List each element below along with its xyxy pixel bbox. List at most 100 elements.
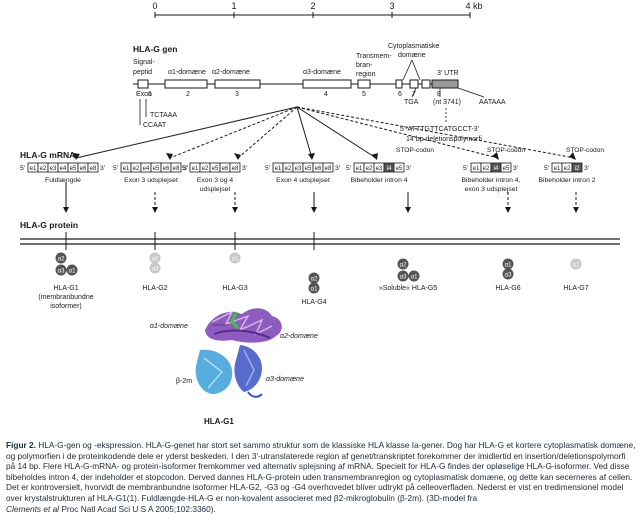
protein-domain-label: α3	[58, 268, 65, 274]
exon-number-2: 2	[186, 91, 190, 98]
mrna-exon-label: e1	[275, 166, 282, 172]
protein-isoforms: α3α2α1HLA-G1(membranbundneisoformer)α3α1…	[38, 232, 589, 310]
alpha3-domain-shape	[234, 345, 263, 398]
mrna-exon-label: e1	[473, 166, 480, 172]
three-prime-label: 3'	[242, 165, 247, 172]
protein-domain-circle	[502, 268, 514, 280]
scale-tick-2: 2	[310, 1, 315, 11]
gene-exon-3	[214, 79, 261, 89]
three-prime-label: 3'	[584, 165, 589, 172]
alpha2-domain-gene-label: α2-domæne	[212, 69, 250, 76]
three-prime-label: 3'	[183, 165, 188, 172]
caption-cite-authors: Clements et al	[6, 503, 60, 514]
signal-peptide-label-1: Signal-	[133, 59, 155, 66]
five-prime-label: 5'	[113, 165, 118, 172]
cytoplasmic-label-1: Cytoplasmatiske	[388, 43, 439, 50]
mrna-isoform-label: Fuldlængde	[45, 177, 81, 184]
mrna-exon-label: e2	[133, 166, 140, 172]
mrna-exon-label: e1	[30, 166, 37, 172]
alpha1-domain-gene-label: α1-domæne	[168, 69, 206, 76]
protein-domain-label: α1	[152, 256, 159, 262]
transmembrane-label-3: region	[356, 71, 376, 78]
alpha3-domain-gene-label: α3-domæne	[303, 69, 341, 76]
protein-isoform-name: HLA-G2	[142, 285, 167, 292]
three-prime-label: 3'	[335, 165, 340, 172]
exon-number-4: 4	[324, 91, 328, 98]
mrna-exon-box	[87, 162, 99, 173]
protein-domain-label: α1	[411, 274, 418, 280]
three-prime-label: 3'	[406, 165, 411, 172]
exon-number-3: 3	[235, 91, 239, 98]
three-prime-label: 3'	[513, 165, 518, 172]
exon-number-6: 6	[398, 91, 402, 98]
structure-alpha1-label: α1-domæne	[150, 323, 188, 330]
protein-domain-label: α2	[400, 262, 407, 268]
caption-text: HLA-G-gen og -ekspression. HLA-G-genet h…	[6, 440, 636, 503]
mrna-exon-label: e4	[60, 166, 67, 172]
mrna-exon-label: e1	[123, 166, 130, 172]
stop-codon-label-2: STOP-codon	[487, 147, 525, 154]
protein-domain-label: α1	[232, 256, 239, 262]
splicing-arrows	[73, 106, 576, 160]
mrna-exon-label: e1	[192, 166, 199, 172]
promoter-tctaaa: TCTAAA	[150, 112, 177, 119]
protein-domain-label: α1	[573, 262, 580, 268]
protein-domain-circle	[408, 270, 420, 282]
gene-exon-6	[395, 79, 403, 89]
stop-codon-label-3: STOP-codon	[566, 147, 604, 154]
mrna-isoform-label: Bibeholder intron 4	[350, 177, 407, 184]
five-prime-label: 5'	[182, 165, 187, 172]
caption-label: Figur 2.	[6, 440, 36, 450]
gene-exon-4	[302, 79, 352, 89]
protein-domain-circle	[66, 264, 78, 276]
mrna-exon-label: e8	[325, 166, 332, 172]
hla-g1-3d-structure: α1-domæne α2-domæne α3-domæne β-2m HLA-G…	[150, 308, 318, 426]
structure-alpha3-label: α3-domæne	[266, 376, 304, 383]
gene-exon-8	[421, 79, 431, 89]
protein-isoform-name: HLA-G4	[301, 299, 326, 306]
protein-isoform-name: HLA-G6	[495, 285, 520, 292]
signal-peptide-label-2: peptid	[133, 69, 152, 76]
protein-isoform-note: isoformer)	[50, 303, 82, 310]
protein-domain-label: α3	[152, 266, 159, 272]
mrna-isoform-label: Exon 4 udsplejset	[276, 177, 330, 184]
gene-exon-5	[357, 79, 371, 89]
mrna-exon-label: e4	[143, 166, 150, 172]
mrna-exon-label: e5	[305, 166, 312, 172]
mrna-exon-label: i4	[387, 166, 392, 172]
structure-title: HLA-G1	[204, 417, 234, 426]
protein-domain-label: α3	[400, 274, 407, 280]
protein-isoform-note: (membranbundne	[38, 294, 93, 301]
five-prime-label: 5'	[463, 165, 468, 172]
gene-exon-7	[409, 79, 419, 89]
five-prime-label: 5'	[265, 165, 270, 172]
mrna-isoform-label: Bibeholder intron 2	[538, 177, 595, 184]
mrna-exon-box	[500, 162, 512, 173]
protein-domain-label: α1	[69, 268, 76, 274]
protein-domain-circle	[149, 262, 161, 274]
mrna-exon-box	[229, 162, 241, 173]
aataaa-label: AATAAA	[479, 99, 506, 106]
protein-domain-circle	[397, 270, 409, 282]
gene-exon-1	[137, 79, 149, 89]
mrna-exon-label: i2	[575, 166, 580, 172]
mrna-exon-box	[322, 162, 334, 173]
five-prime-label: 5'	[20, 165, 25, 172]
protein-domain-circle	[149, 252, 161, 264]
translation-arrow	[232, 192, 238, 213]
protein-domain-circle	[55, 264, 67, 276]
gene-exon-2	[164, 79, 208, 89]
five-prime-label: 5'	[544, 165, 549, 172]
kb-scale: 0 1 2 3 4 kb	[152, 1, 483, 18]
gene-3utr	[431, 79, 459, 89]
